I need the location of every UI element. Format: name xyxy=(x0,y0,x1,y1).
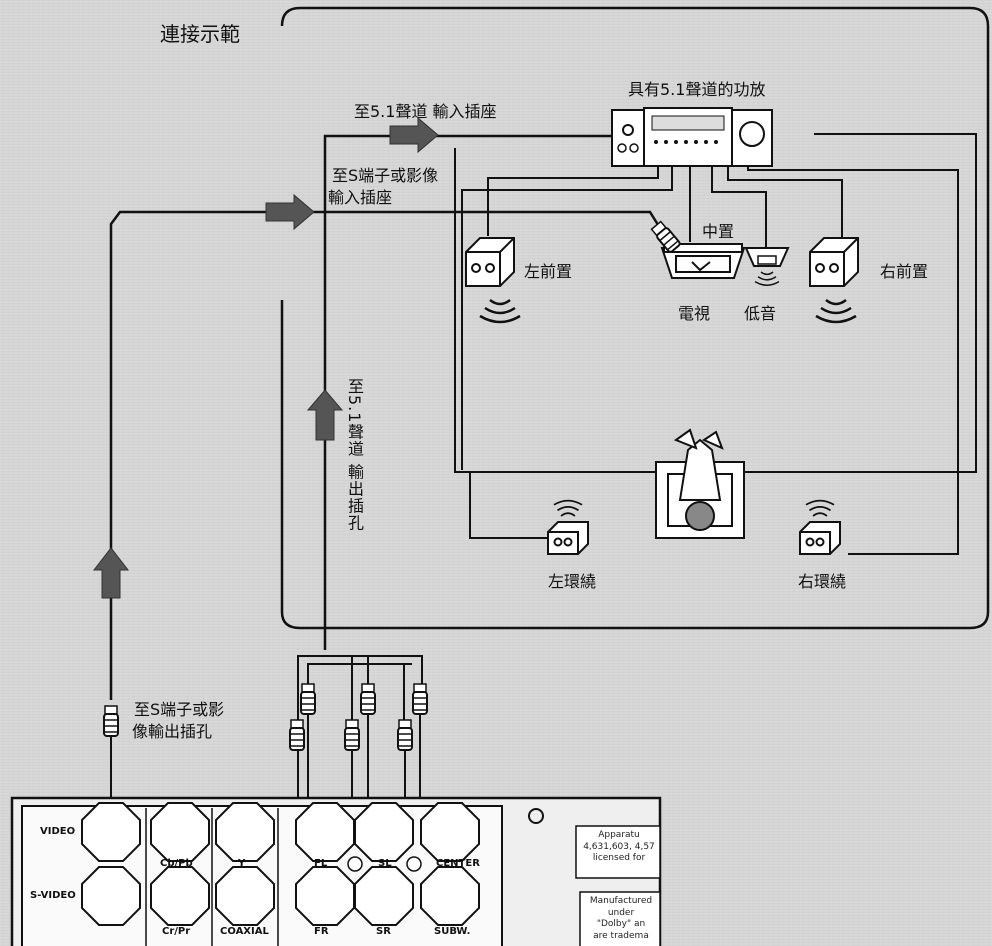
label-to-svideo-output-2: 像輸出插孔 xyxy=(132,722,213,741)
label-amp: 具有5.1聲道的功放 xyxy=(628,80,766,99)
amplifier-icon xyxy=(611,107,773,167)
panel-label-svideo: S-VIDEO xyxy=(30,890,76,901)
panel-label-crpr: Cr/Pr xyxy=(162,926,191,937)
panel-label-fr: FR xyxy=(314,926,329,937)
panel-label-subw: SUBW. xyxy=(434,926,471,937)
panel-label-center: CENTER xyxy=(436,858,480,869)
panel-label-sr: SR xyxy=(376,926,391,937)
speaker-icon xyxy=(744,247,790,286)
arrow-right-icon xyxy=(265,193,315,231)
label-front-right: 右前置 xyxy=(880,262,929,281)
rear-panel xyxy=(10,796,662,946)
label-center: 中置 xyxy=(702,222,735,241)
label-surround-right: 右環繞 xyxy=(798,572,847,591)
arrow-right-icon xyxy=(389,116,439,154)
speaker-icon xyxy=(799,521,841,555)
speaker-icon xyxy=(809,237,859,287)
speaker-icon xyxy=(547,521,589,555)
listener-icon xyxy=(655,428,745,539)
panel-note-dolby: Manufactured under "Dolby" an are tradem… xyxy=(589,896,653,942)
rca-plug-icon xyxy=(649,219,682,254)
panel-label-coaxial: COAXIAL xyxy=(220,926,269,937)
label-to-svideo-input-2: 輸入插座 xyxy=(328,188,393,207)
panel-note-patent: Apparatu 4,631,603, 4,57 licensed for xyxy=(583,830,655,864)
panel-label-video: VIDEO xyxy=(40,826,76,837)
label-subwoofer: 低音 xyxy=(744,304,777,323)
panel-label-y: Y xyxy=(238,858,246,869)
speaker-icon xyxy=(465,237,515,287)
label-to-svideo-input-1: 至S端子或影像 xyxy=(332,166,439,185)
label-to-svideo-output-1: 至S端子或影 xyxy=(134,700,225,719)
panel-label-sl: SL xyxy=(378,858,392,869)
label-to-51-output: 至5.1聲道 輸出插孔 xyxy=(345,378,364,532)
label-surround-left: 左環繞 xyxy=(548,572,597,591)
panel-label-fl: FL xyxy=(314,858,328,869)
label-tv: 電視 xyxy=(678,304,711,323)
diagram-title: 連接示範 xyxy=(160,22,240,46)
arrow-up-icon xyxy=(306,389,344,441)
label-front-left: 左前置 xyxy=(524,262,573,281)
label-to-51-input: 至5.1聲道 輸入插座 xyxy=(354,102,497,121)
panel-label-cbpb: Cb/Pb xyxy=(160,858,193,869)
arrow-up-icon xyxy=(92,547,130,599)
tv-icon xyxy=(660,243,746,279)
